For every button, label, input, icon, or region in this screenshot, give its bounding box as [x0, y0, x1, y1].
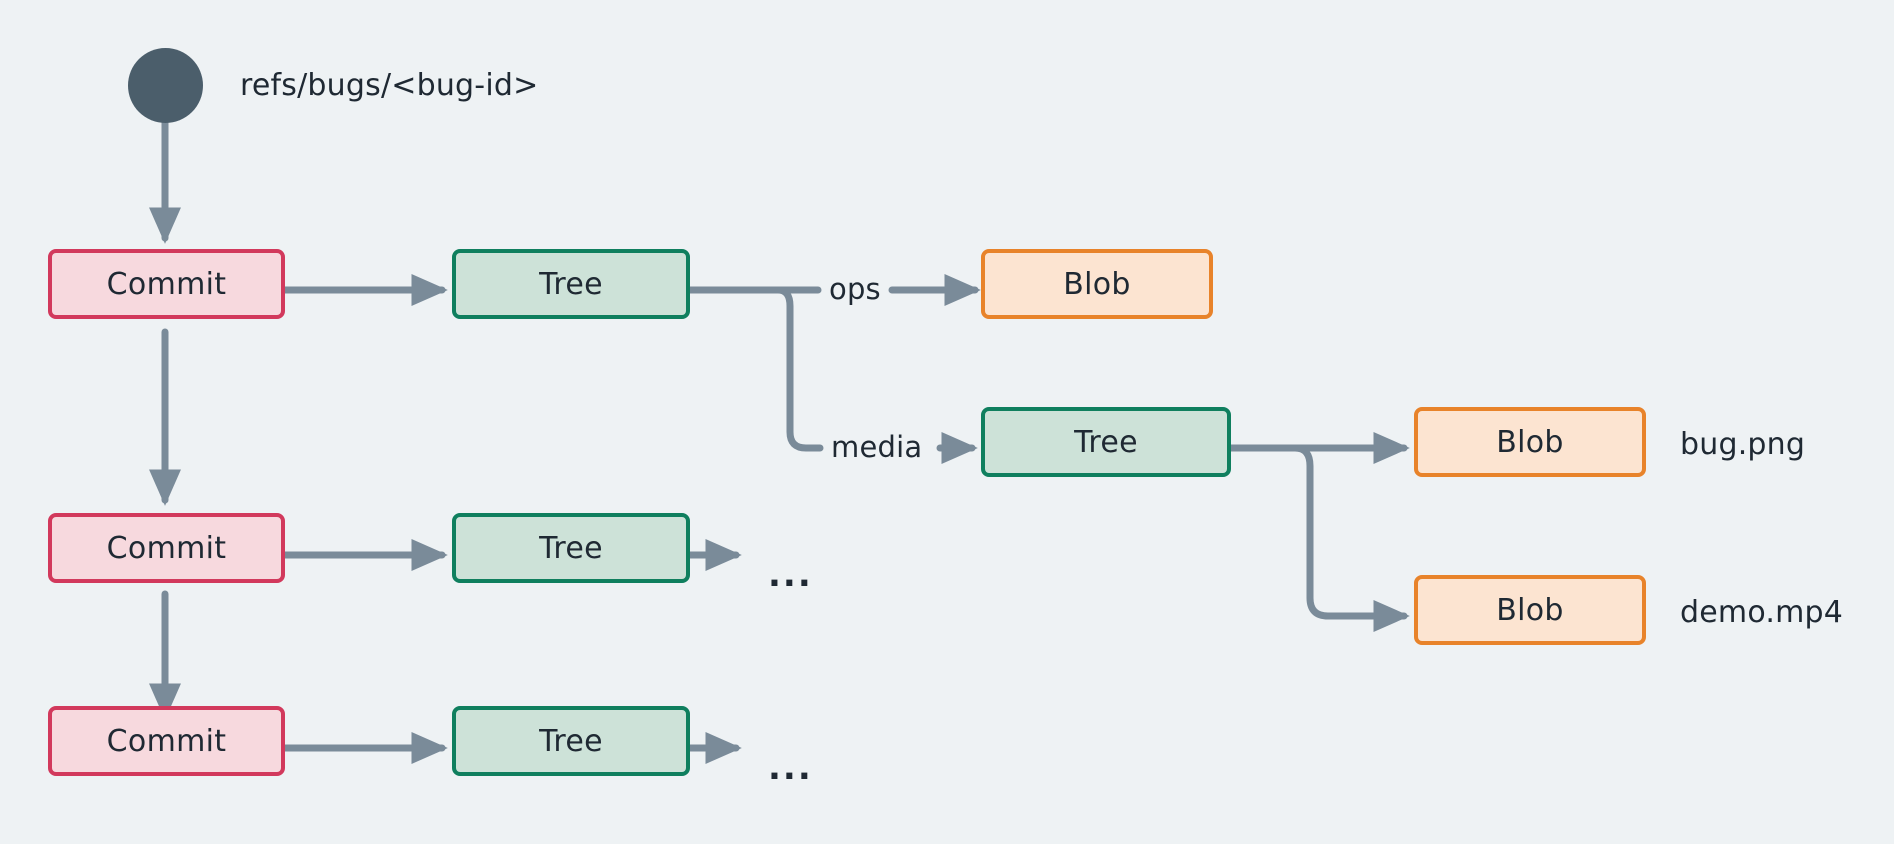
- node-label: Tree: [539, 266, 603, 302]
- edge-treemedia-split-down: [1291, 444, 1410, 633]
- node-tree-3[interactable]: Tree: [452, 706, 690, 776]
- ref-root-label: refs/bugs/<bug-id>: [240, 68, 539, 103]
- edge-label-media: media: [828, 430, 926, 464]
- ellipsis-row-2: ...: [768, 555, 813, 595]
- file-label-bug-png: bug.png: [1680, 427, 1806, 462]
- file-label-demo-mp4: demo.mp4: [1680, 595, 1844, 630]
- node-label: Commit: [106, 723, 227, 759]
- edge-label-ops: ops: [826, 272, 884, 306]
- node-label: Commit: [106, 266, 227, 302]
- node-label: Commit: [106, 530, 227, 566]
- node-label: Tree: [1074, 424, 1138, 460]
- node-tree-media[interactable]: Tree: [981, 407, 1231, 477]
- node-commit-1[interactable]: Commit: [48, 249, 285, 319]
- node-blob-ops[interactable]: Blob: [981, 249, 1213, 319]
- edge-tree1-split-down: [774, 286, 824, 452]
- node-blob-demo-mp4[interactable]: Blob: [1414, 575, 1646, 645]
- node-tree-2[interactable]: Tree: [452, 513, 690, 583]
- ellipsis-row-3: ...: [768, 748, 813, 788]
- node-commit-3[interactable]: Commit: [48, 706, 285, 776]
- node-commit-2[interactable]: Commit: [48, 513, 285, 583]
- node-tree-1[interactable]: Tree: [452, 249, 690, 319]
- node-label: Tree: [539, 530, 603, 566]
- node-label: Blob: [1496, 424, 1564, 460]
- node-label: Blob: [1063, 266, 1131, 302]
- node-label: Blob: [1496, 592, 1564, 628]
- node-label: Tree: [539, 723, 603, 759]
- ref-root-dot[interactable]: [128, 48, 203, 123]
- node-blob-bug-png[interactable]: Blob: [1414, 407, 1646, 477]
